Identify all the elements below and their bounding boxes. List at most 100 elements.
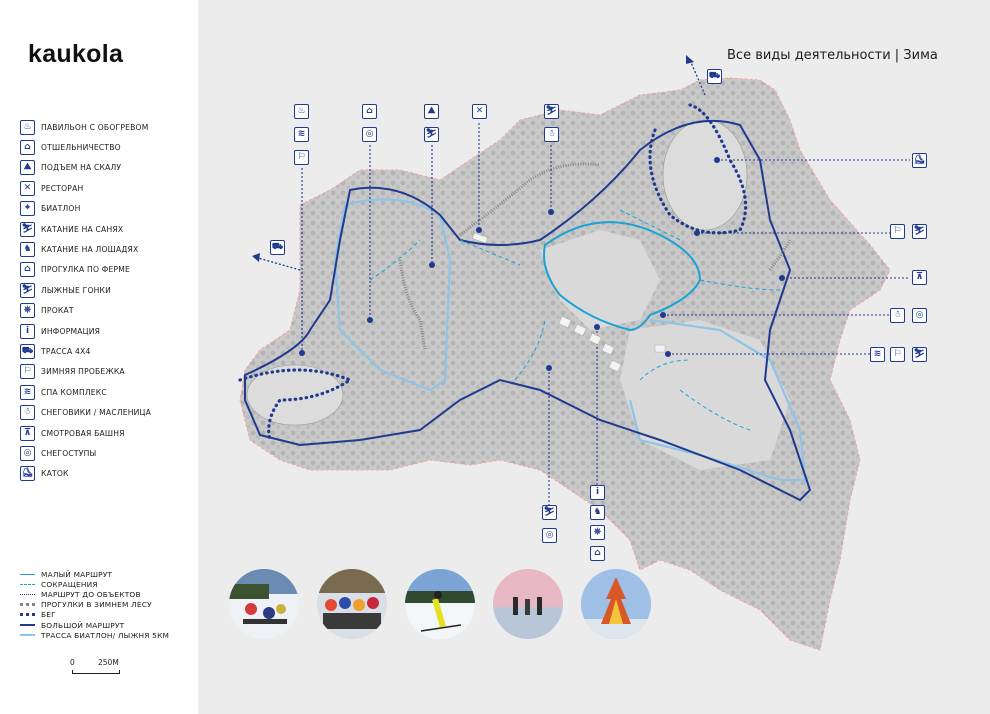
legend-label: ОТШЕЛЬНИЧЕСТВО	[41, 143, 121, 153]
sledding-icon[interactable]: ⛷	[544, 104, 559, 119]
route-sample-run	[20, 613, 35, 617]
offroad-4x4-icon[interactable]: ⛟	[707, 69, 722, 84]
winter-run-icon[interactable]: ⚐	[890, 224, 905, 239]
ski-race-icon: ⛷	[20, 282, 35, 298]
route-legend-item: СОКРАЩЕНИЯ	[20, 579, 169, 589]
lake-west	[246, 364, 344, 426]
snowshoe-icon[interactable]: ◎	[362, 127, 377, 142]
legend-item: ⛰ПОДЪЕМ НА СКАЛУ	[20, 158, 151, 178]
kaukola-logo: kaukola	[28, 40, 124, 68]
legend-label: ПРОКАТ	[41, 306, 74, 316]
spa-icon[interactable]: ≋	[294, 127, 309, 142]
legend-label: СПА КОМПЛЕКС	[41, 387, 107, 397]
observation-tower-icon[interactable]: ⊼	[912, 270, 927, 285]
route-legend-item: БЕГ	[20, 610, 169, 620]
route-run	[238, 368, 354, 442]
sledding-photo	[229, 569, 299, 639]
route-biathlon-track	[333, 198, 452, 392]
route-sample-shortcut	[20, 583, 35, 585]
ski-race-icon[interactable]: ⛷	[912, 347, 927, 362]
route-shortcut	[459, 209, 681, 266]
legend-label: ТРАССА 4Х4	[41, 346, 91, 356]
spa-icon[interactable]: ≋	[870, 347, 885, 362]
route-sample-forest-walk	[20, 603, 35, 607]
sledding-icon[interactable]: ⛷	[424, 127, 439, 142]
skating-rink-icon[interactable]: ⛸	[912, 153, 927, 168]
route-sample-to-objects	[20, 593, 35, 595]
hermitage-icon[interactable]: ⌂	[362, 104, 377, 119]
legend-label: ЗИМНЯЯ ПРОБЕЖКА	[41, 367, 125, 377]
restaurant-icon[interactable]: ✕	[472, 104, 487, 119]
farm-walk-icon: ⌂	[20, 262, 35, 278]
route-legend-label: БОЛЬШОЙ МАРШРУТ	[41, 620, 125, 630]
snowman-icon[interactable]: ☃	[890, 308, 905, 323]
exit-arrow-west	[257, 257, 301, 271]
route-big	[244, 119, 812, 502]
route-sample-big-route	[20, 624, 35, 627]
winter-run-icon[interactable]: ⚐	[294, 150, 309, 165]
exit-arrow-north-head	[686, 55, 694, 64]
route-legend-item: БОЛЬШОЙ МАРШРУТ	[20, 620, 169, 630]
route-sample-small-route	[20, 573, 35, 575]
maslenitsa-bonfire-photo	[581, 569, 651, 639]
legend-item: ⛟ ТРАССА 4Х4	[20, 341, 151, 361]
route-legend-item: ПРОГУЛКИ В ЗИМНЕМ ЛЕСУ	[20, 600, 169, 610]
legend-item: ⛷ КАТАНИЕ НА САНЯХ	[20, 219, 151, 239]
route-shortcut	[369, 239, 781, 431]
heated-pavilion-icon[interactable]: ♨	[294, 104, 309, 119]
route-forest-walk	[398, 162, 792, 351]
callout-dots	[299, 157, 785, 371]
legend-item: ⛷ЛЫЖНЫЕ ГОНКИ	[20, 280, 151, 300]
route-legend-item: МАЛЫЙ МАРШРУТ	[20, 569, 169, 579]
snowshoe-icon[interactable]: ◎	[912, 308, 927, 323]
legend-item: ⌂ ПРОГУЛКА ПО ФЕРМЕ	[20, 260, 151, 280]
farm-walk-icon[interactable]: ⌂	[590, 546, 605, 561]
sledding-icon: ⛷	[20, 221, 35, 237]
horse-riding-icon[interactable]: ♞	[590, 505, 605, 520]
legend-item: ⛸КАТОК	[20, 464, 151, 484]
snowman-icon[interactable]: ☃	[544, 127, 559, 142]
legend-item: i ИНФОРМАЦИЯ	[20, 321, 151, 341]
snowshoe-icon[interactable]: ◎	[542, 528, 557, 543]
route-legend-item: МАРШРУТ ДО ОБЪЕКТОВ	[20, 589, 169, 599]
rental-icon: ⎈	[20, 303, 35, 319]
legend-item: ◎СНЕГОСТУПЫ	[20, 443, 151, 463]
offroad-4x4-icon[interactable]: ⛟	[270, 240, 285, 255]
information-icon[interactable]: i	[590, 485, 605, 500]
legend-item: ⊼СМОТРОВАЯ БАШНЯ	[20, 423, 151, 443]
winter-run-icon[interactable]: ⚐	[890, 347, 905, 362]
map-title: Все виды деятельности | Зима	[727, 48, 938, 63]
information-icon: i	[20, 323, 35, 339]
route-biathlon-track	[628, 318, 807, 482]
route-legend-item: ТРАССА БИАТЛОН/ ЛЫЖНЯ 5КМ	[20, 630, 169, 640]
snowshoe-icon: ◎	[20, 445, 35, 461]
observation-tower-icon: ⊼	[20, 425, 35, 441]
legend-item: ⚐ЗИМНЯЯ ПРОБЕЖКА	[20, 362, 151, 382]
legend-item: ⌖БИАТЛОН	[20, 199, 151, 219]
restaurant-icon: ✕	[20, 180, 35, 196]
offroad-4x4-icon: ⛟	[20, 343, 35, 359]
hermitage-icon: ⌂	[20, 140, 35, 156]
route-legend-label: СОКРАЩЕНИЯ	[41, 579, 98, 589]
route-legend-label: ПРОГУЛКИ В ЗИМНЕМ ЛЕСУ	[41, 600, 152, 610]
legend-label: ИНФОРМАЦИЯ	[41, 326, 101, 336]
route-run	[648, 103, 748, 235]
sledding-icon[interactable]: ⛷	[542, 505, 557, 520]
ski-race-icon[interactable]: ⛷	[912, 224, 927, 239]
cross-country-ski-photo	[405, 569, 475, 639]
buildings	[472, 232, 666, 373]
rental-icon[interactable]: ⎈	[590, 525, 605, 540]
legend-label: ПАВИЛЬОН С ОБОГРЕВОМ	[41, 122, 149, 132]
legend-item: ≋СПА КОМПЛЕКС	[20, 382, 151, 402]
rock-climbing-icon: ⛰	[20, 160, 35, 176]
activity-legend: ♨ПАВИЛЬОН С ОБОГРЕВОМ⌂ОТШЕЛЬНИЧЕСТВО⛰ПОД…	[20, 117, 151, 484]
scale-zero: 0	[70, 658, 75, 667]
legend-label: ПРОГУЛКА ПО ФЕРМЕ	[41, 265, 131, 275]
ice-skating-photo	[493, 569, 563, 639]
lake-north	[662, 119, 748, 231]
legend-label: СНЕГОВИКИ / МАСЛЕНИЦА	[41, 408, 152, 418]
rock-climbing-icon[interactable]: ⛰	[424, 104, 439, 119]
exit-arrow-west-head	[252, 253, 260, 262]
legend-label: КАТАНИЕ НА САНЯХ	[41, 224, 124, 234]
